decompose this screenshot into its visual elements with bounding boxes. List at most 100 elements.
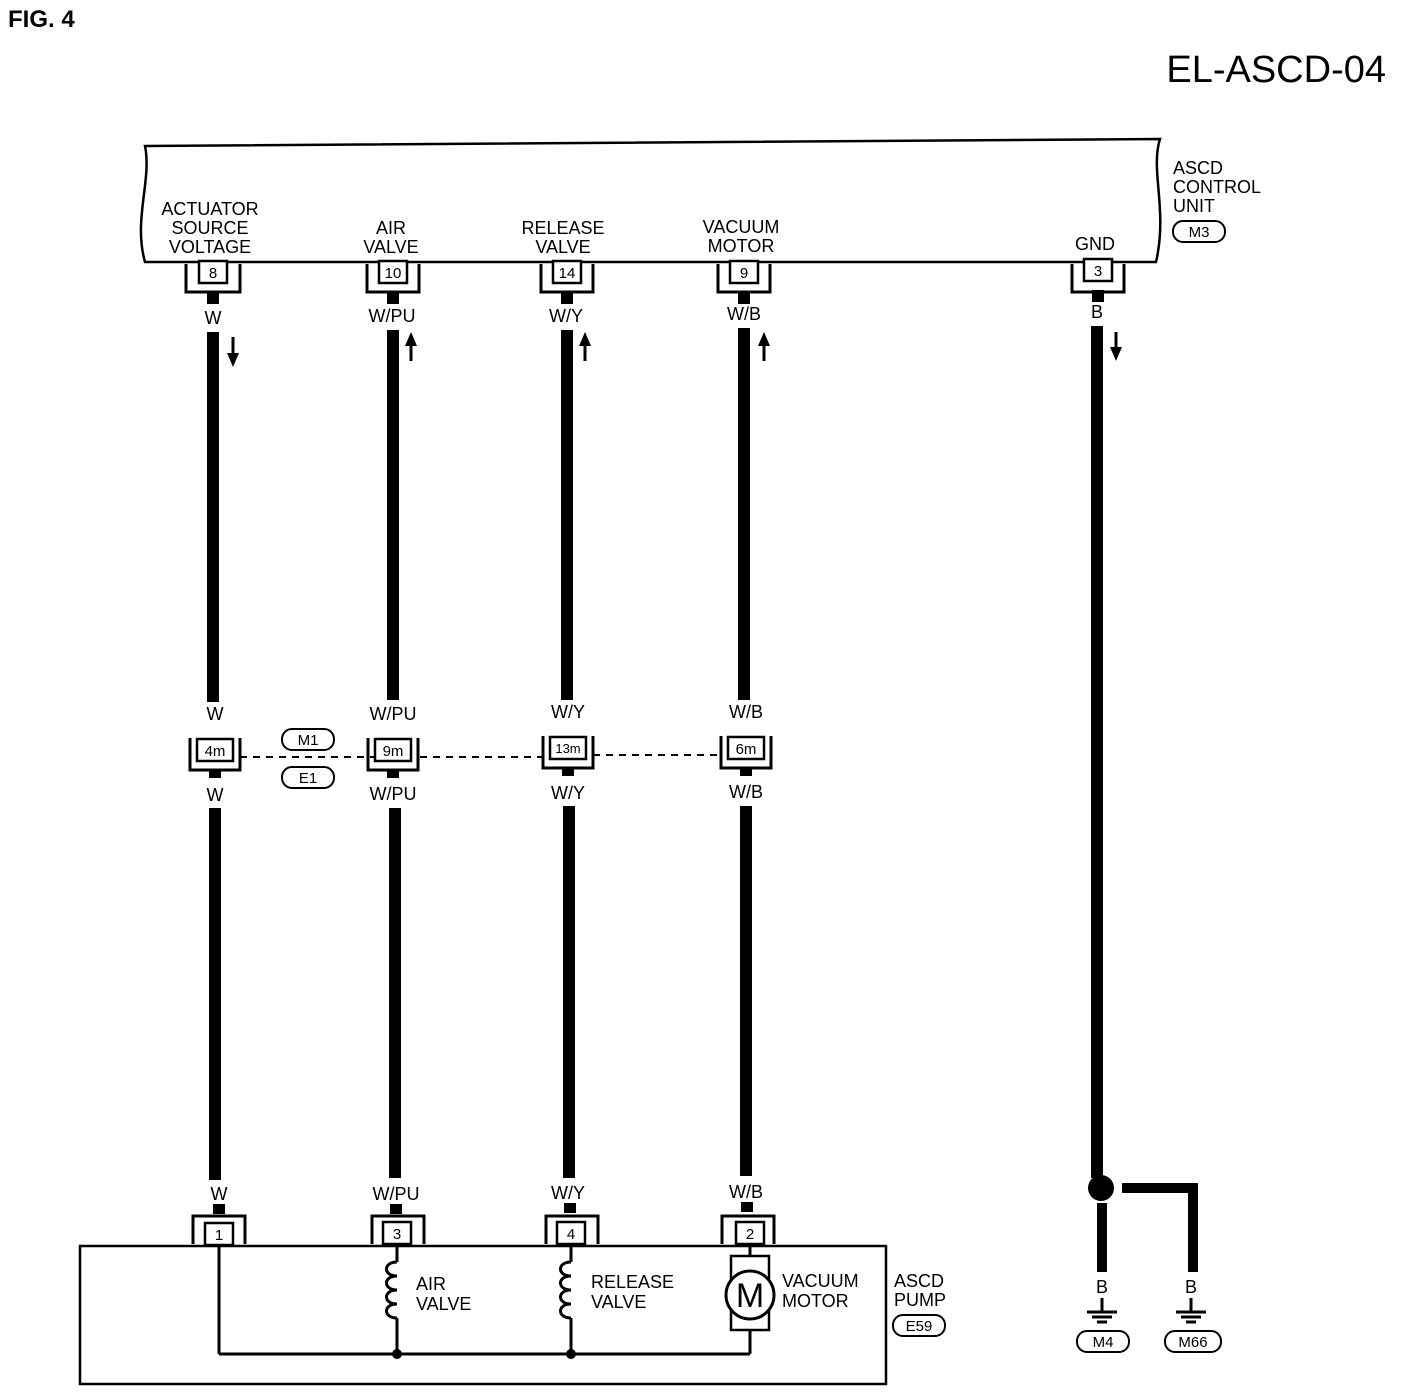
wire-stub: [740, 768, 752, 776]
terminal-label-actuator-1: ACTUATOR: [161, 199, 258, 219]
wire-stub: [1092, 290, 1104, 302]
terminal-label-vacuum-2: MOTOR: [708, 236, 775, 256]
terminal-label-actuator-3: VOLTAGE: [169, 237, 251, 257]
pump-pin-1: 1: [191, 1214, 247, 1247]
vacuum-motor-label-2: MOTOR: [782, 1291, 849, 1311]
pump-connector-badge: [892, 1314, 946, 1337]
wire-color-actuator-top: W: [205, 308, 222, 328]
terminal-label-actuator-2: SOURCE: [171, 218, 248, 238]
pin-number: 1: [215, 1227, 223, 1244]
control-unit-name-line-2: CONTROL: [1173, 177, 1261, 197]
ground-connector-badge-2: [1164, 1330, 1222, 1353]
arrow-up-icon: [758, 332, 770, 361]
wire-color-vacuum-mid-upper: W/B: [729, 702, 763, 722]
wire-color-vacuum-top: W/B: [727, 304, 761, 324]
terminal-gnd: 3: [1070, 257, 1126, 294]
terminal-label-gnd: GND: [1075, 234, 1115, 254]
wire-stub: [209, 770, 221, 778]
pin-number: 10: [385, 265, 402, 282]
joint-pin-vacuum: 6m: [719, 735, 773, 770]
junction-dot: [566, 1349, 576, 1359]
terminal-air-valve: 10: [365, 259, 421, 294]
control-unit-connector-badge: [1172, 220, 1226, 243]
pump-pin-3: 3: [370, 1214, 426, 1246]
pin-number: 8: [209, 265, 217, 282]
wire-color-air-bottom: W/PU: [373, 1184, 420, 1204]
ground-wire-color-2: B: [1185, 1277, 1197, 1297]
wire-color-gnd-top: B: [1091, 302, 1103, 322]
ground-symbol-icon: [1087, 1298, 1117, 1324]
wire-stub: [387, 292, 399, 304]
control-unit-name-line-1: ASCD: [1173, 158, 1223, 178]
arrow-down-icon: [227, 337, 239, 367]
terminal-actuator: 8: [184, 259, 242, 294]
joint-connector-upper-badge: [281, 728, 335, 751]
control-unit-connector-id: M3: [1189, 224, 1210, 241]
wire-color-actuator-mid-upper: W: [207, 704, 224, 724]
wire-color-air-mid-upper: W/PU: [370, 704, 417, 724]
wire-stub: [387, 770, 399, 778]
junction-dot: [392, 1349, 402, 1359]
joint-connector-lower-badge: [281, 766, 335, 789]
pin-number: 13m: [555, 741, 580, 756]
vacuum-motor-label-1: VACUUM: [782, 1271, 859, 1291]
pin-number: 9m: [383, 743, 404, 760]
release-valve-label-2: VALVE: [591, 1292, 646, 1312]
joint-pin-air: 9m: [366, 737, 420, 772]
pump-name-line-2: PUMP: [894, 1290, 946, 1310]
ground-wire-color-1: B: [1096, 1277, 1108, 1297]
arrow-down-icon: [1110, 332, 1122, 361]
pin-number: 6m: [736, 741, 757, 758]
wire-stub: [213, 1204, 225, 1214]
terminal-label-release-2: VALVE: [535, 237, 590, 257]
pin-number: 14: [559, 265, 576, 282]
wire-stub: [738, 292, 750, 304]
wire-color-release-mid-lower: W/Y: [551, 783, 585, 803]
air-valve-label-2: VALVE: [416, 1294, 471, 1314]
pin-number: 9: [740, 265, 748, 282]
pump-pin-4: 4: [544, 1214, 600, 1246]
wire-color-actuator-bottom: W: [211, 1184, 228, 1204]
wire-color-release-top: W/Y: [549, 306, 583, 326]
pump-name-line-1: ASCD: [894, 1271, 944, 1291]
terminal-vacuum-motor: 9: [716, 259, 772, 294]
joint-connector-lower-id: E1: [299, 770, 317, 787]
ground-branch-wire: [1122, 1183, 1198, 1272]
air-valve-label-1: AIR: [416, 1274, 446, 1294]
air-valve-coil-icon: [385, 1260, 398, 1320]
pump-connector-id: E59: [906, 1318, 933, 1335]
pump-box: [78, 1244, 888, 1386]
ground-connector-badge-1: [1076, 1330, 1130, 1353]
terminal-label-air-2: VALVE: [363, 237, 418, 257]
wire-stub: [390, 1204, 402, 1214]
wire-stub: [207, 292, 219, 304]
page-code: EL-ASCD-04: [1166, 49, 1386, 91]
wire-color-vacuum-bottom: W/B: [729, 1182, 763, 1202]
wire-stub: [561, 292, 573, 304]
wire-color-air-top: W/PU: [369, 306, 416, 326]
pin-number: 4m: [205, 743, 226, 760]
terminal-label-release-1: RELEASE: [521, 218, 604, 238]
ground-splice-dot: [1088, 1175, 1114, 1201]
terminal-label-air-1: AIR: [376, 218, 406, 238]
motor-symbol: M: [736, 1277, 764, 1315]
pin-number: 3: [1094, 263, 1102, 280]
wire-color-actuator-mid-lower: W: [207, 785, 224, 805]
joint-connector-upper-id: M1: [298, 732, 319, 749]
pin-number: 3: [393, 1226, 401, 1243]
figure-label: FIG. 4: [8, 6, 75, 33]
release-valve-coil-icon: [559, 1260, 572, 1320]
arrow-up-icon: [405, 332, 417, 361]
wire-color-vacuum-mid-lower: W/B: [729, 782, 763, 802]
pin-number: 4: [567, 1226, 575, 1243]
wire-color-release-bottom: W/Y: [551, 1183, 585, 1203]
wire-stub: [562, 768, 574, 776]
arrow-up-icon: [579, 332, 591, 361]
pin-number: 2: [746, 1226, 754, 1243]
wire-stub: [741, 1202, 753, 1212]
pump-pin-2: 2: [720, 1214, 776, 1246]
wire-stub: [564, 1203, 576, 1213]
ground-symbol-icon: [1176, 1298, 1206, 1324]
ground-connector-id-1: M4: [1093, 1334, 1114, 1351]
